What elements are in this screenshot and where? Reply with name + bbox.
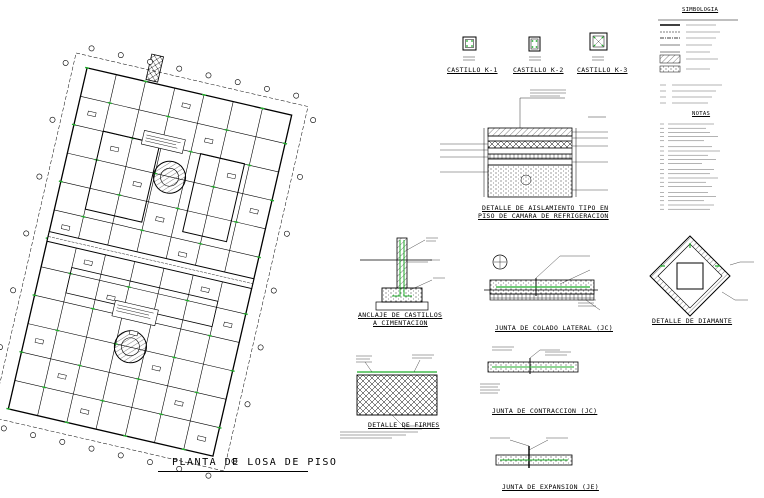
lateral-joint-title: JUNTA DE COLADO LATERAL (JC) xyxy=(495,324,613,332)
expansion-joint-detail xyxy=(490,437,573,468)
main-title: PLANTA DE LOSA DE PISO xyxy=(172,457,338,468)
drain-upper-icon xyxy=(153,160,187,194)
lateral-joint-detail xyxy=(484,254,601,311)
castillo-k2-title: CASTILLO K-2 xyxy=(513,66,564,74)
anchoring-title-line2: A CIMENTACION xyxy=(373,319,428,327)
diamond-detail xyxy=(649,235,754,317)
insulation-title-line2: PISO DE CAMARA DE REFRIGERACION xyxy=(478,212,609,220)
diamond-title: DETALLE DE DIAMANTE xyxy=(652,317,733,325)
floor-slab-plan xyxy=(0,45,317,479)
castillo-k3-detail xyxy=(589,32,608,61)
firm-slab-title: DETALLE DE FIRMES xyxy=(368,421,440,429)
firm-slab-detail xyxy=(340,354,438,439)
expansion-joint-title: JUNTA DE EXPANSION (JE) xyxy=(502,483,599,491)
castillo-k2-detail xyxy=(528,36,541,61)
castillo-k1-detail xyxy=(462,36,477,61)
contraction-joint-title: JUNTA DE CONTRACCION (JC) xyxy=(492,407,598,415)
notes-title: NOTAS xyxy=(692,111,711,117)
anchoring-detail xyxy=(360,237,445,311)
insulation-detail xyxy=(440,89,608,198)
main-title-underline xyxy=(158,471,308,472)
symbology-title: SIMBOLOGIA xyxy=(682,7,719,13)
contraction-joint-detail xyxy=(480,346,579,394)
castillo-k3-title: CASTILLO K-3 xyxy=(577,66,628,74)
insulation-title-line1: DETALLE DE AISLAMIENTO TIPO EN xyxy=(482,204,609,212)
castillo-k1-title: CASTILLO K-1 xyxy=(447,66,498,74)
notes-block xyxy=(660,123,720,210)
symbology-legend xyxy=(658,19,738,104)
anchoring-title-line1: ANCLAJE DE CASTILLOS xyxy=(358,311,443,319)
